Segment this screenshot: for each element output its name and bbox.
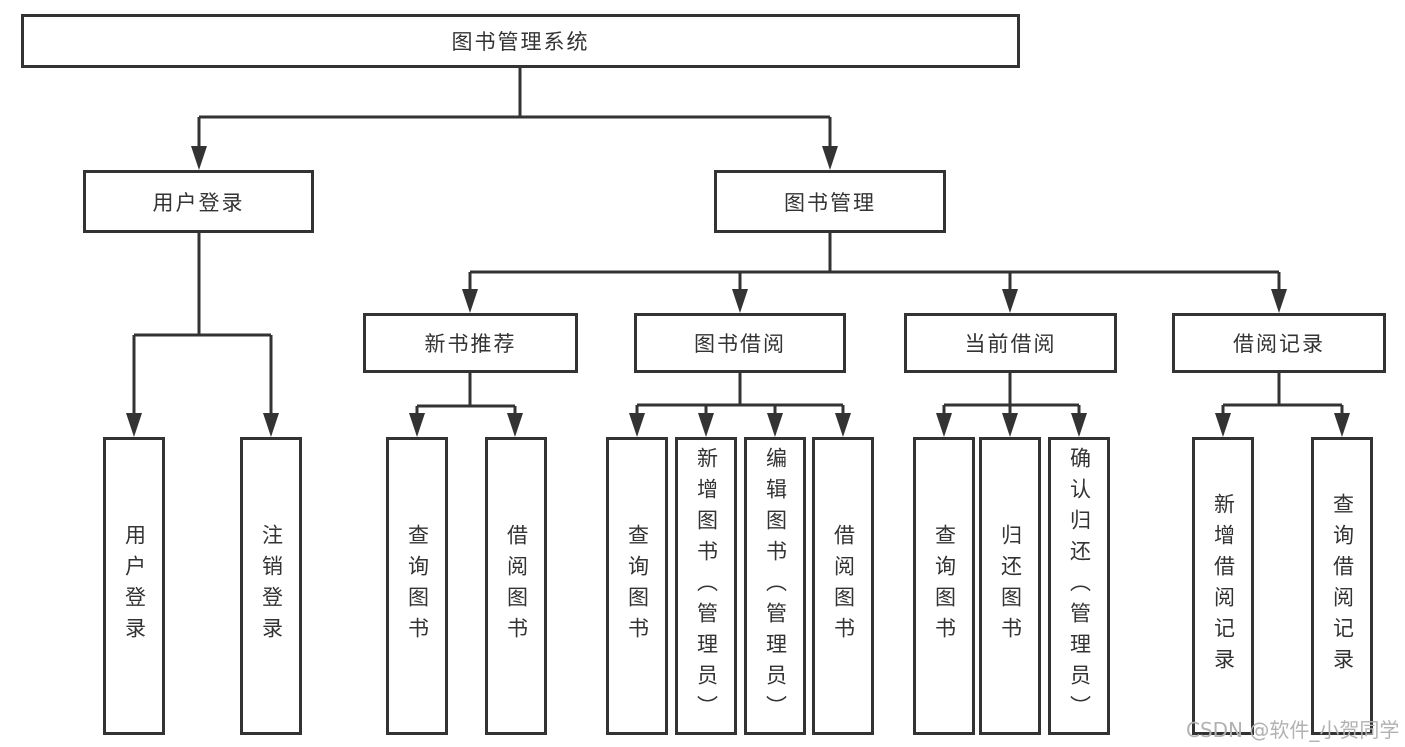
leaf-edit-books-admin: 编辑图书（管理员） [744,437,806,735]
leaf-label: 查询图书 [625,524,650,648]
leaf-label: 新增借阅记录 [1211,493,1236,679]
node-new-book-recommend: 新书推荐 [363,313,578,373]
node-label: 用户登录 [152,190,245,215]
leaf-return-books: 归还图书 [979,437,1041,735]
node-label: 图书借阅 [694,332,786,356]
node-label: 图书管理 [784,190,876,215]
node-label: 图书管理系统 [451,30,590,54]
leaf-label: 新增图书（管理员） [694,446,719,726]
leaf-label: 查询图书 [932,524,957,648]
node-label: 当前借阅 [964,332,1057,356]
leaf-bookborrow-borrow-books: 借阅图书 [812,437,874,735]
leaf-bookborrow-query-books: 查询图书 [606,437,668,735]
connector-book-borrow [635,373,845,419]
node-label: 新书推荐 [424,332,517,356]
leaf-label: 借阅图书 [831,524,856,648]
leaf-label: 借阅图书 [504,524,529,648]
leaf-label: 确认归还（管理员） [1067,446,1092,726]
node-book-management: 图书管理 [714,170,946,233]
leaf-label: 编辑图书（管理员） [763,446,788,726]
connector-current-borrow [942,373,1081,419]
node-library-management-system: 图书管理系统 [21,14,1020,68]
leaf-label: 归还图书 [998,524,1023,648]
leaf-label: 注销登录 [259,524,284,648]
csdn-watermark: CSDN @软件_小贺同学 [1186,718,1400,742]
leaf-currentborrow-query-books: 查询图书 [913,437,975,735]
leaf-newbook-query-books: 查询图书 [386,437,448,735]
leaf-add-borrow-record: 新增借阅记录 [1192,437,1254,735]
node-current-borrow: 当前借阅 [904,313,1117,373]
leaf-label: 查询图书 [405,524,430,648]
leaf-label: 用户登录 [122,524,147,648]
leaf-confirm-return-admin: 确认归还（管理员） [1048,437,1110,735]
leaf-label: 查询借阅记录 [1330,493,1355,679]
connector-borrow-records [1221,373,1344,419]
connector-book-management [468,233,1281,295]
connector-user-login [132,233,273,419]
connector-root [197,67,832,152]
node-book-borrow: 图书借阅 [634,313,846,373]
leaf-query-borrow-record: 查询借阅记录 [1311,437,1373,735]
node-label: 借阅记录 [1233,332,1325,356]
leaf-user-login: 用户登录 [103,437,165,735]
node-user-login: 用户登录 [83,170,314,233]
leaf-add-books-admin: 新增图书（管理员） [675,437,737,735]
connector-new-book-recommend [415,373,517,419]
leaf-logout: 注销登录 [240,437,302,735]
leaf-newbook-borrow-books: 借阅图书 [485,437,547,735]
arrowheads [126,146,1350,437]
node-borrow-records: 借阅记录 [1172,313,1386,373]
